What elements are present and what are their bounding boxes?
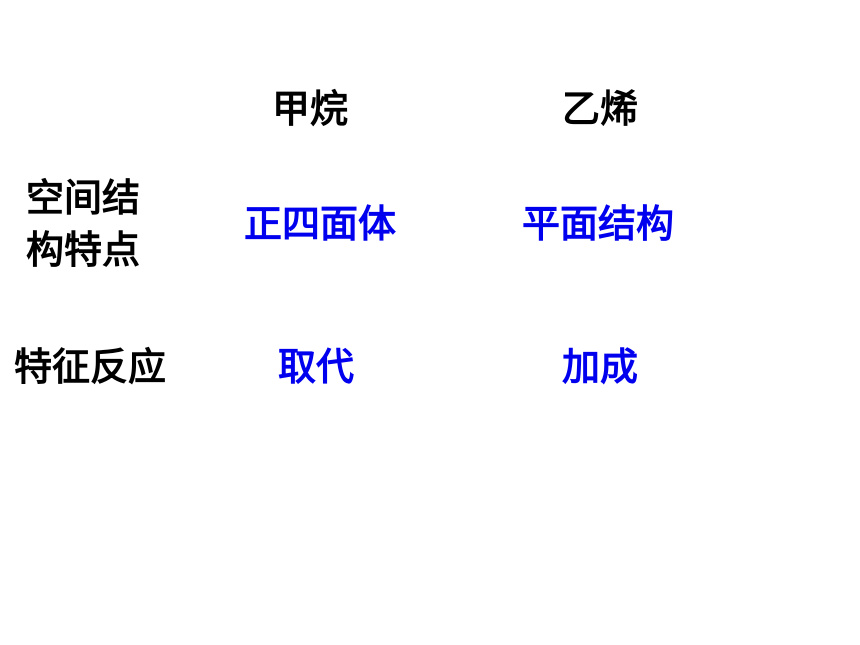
cell-ethylene-reaction: 加成 (562, 345, 639, 389)
row-label-spatial-structure: 空间结 构特点 (26, 172, 176, 276)
row-label-line1: 空间结 (26, 176, 141, 220)
cell-ethylene-structure: 平面结构 (522, 202, 675, 246)
column-header-ethylene: 乙烯 (562, 87, 639, 131)
row-label-characteristic-reaction: 特征反应 (14, 345, 167, 389)
column-header-methane: 甲烷 (272, 87, 349, 131)
cell-methane-reaction: 取代 (278, 345, 355, 389)
cell-methane-structure: 正四面体 (244, 202, 397, 246)
row-label-line2: 构特点 (26, 228, 141, 272)
